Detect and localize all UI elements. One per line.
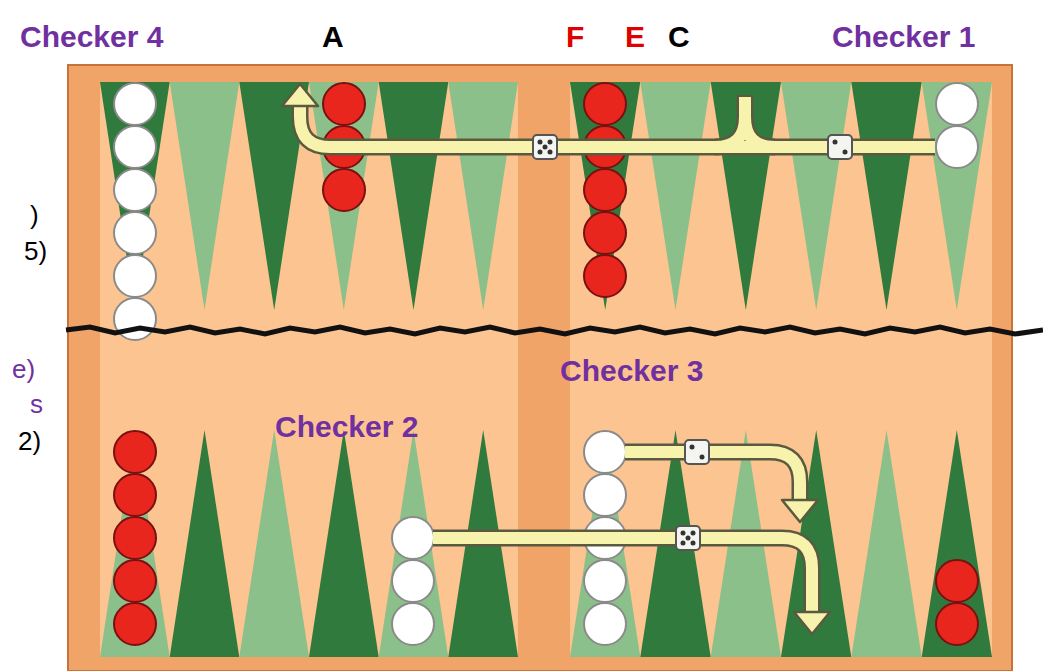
white-checkers: [114, 83, 978, 645]
board-tear-line: [66, 327, 1043, 334]
left-half: [100, 82, 518, 657]
checker-label: Checker 4: [20, 22, 163, 52]
bottom-points: [100, 430, 992, 657]
checker-label: Checker 3: [560, 356, 703, 386]
cut-off-text: 5): [24, 238, 47, 264]
cut-off-text: s: [30, 391, 43, 417]
cut-off-text: ): [30, 202, 39, 228]
point-letter: F: [566, 22, 584, 52]
cut-off-text: 2): [18, 428, 41, 454]
point-letter: A: [322, 22, 344, 52]
point-letter: C: [668, 22, 690, 52]
red-checkers: [114, 83, 978, 645]
move-arrows: [300, 95, 935, 614]
board-frame: [68, 65, 1012, 671]
checker-label: Checker 2: [275, 412, 418, 442]
arrow-heads: [282, 84, 830, 634]
cut-off-text: e): [12, 356, 35, 382]
die-icons: [533, 135, 852, 550]
checker-label: Checker 1: [832, 22, 975, 52]
top-points: [100, 82, 992, 310]
point-letter: E: [625, 22, 645, 52]
